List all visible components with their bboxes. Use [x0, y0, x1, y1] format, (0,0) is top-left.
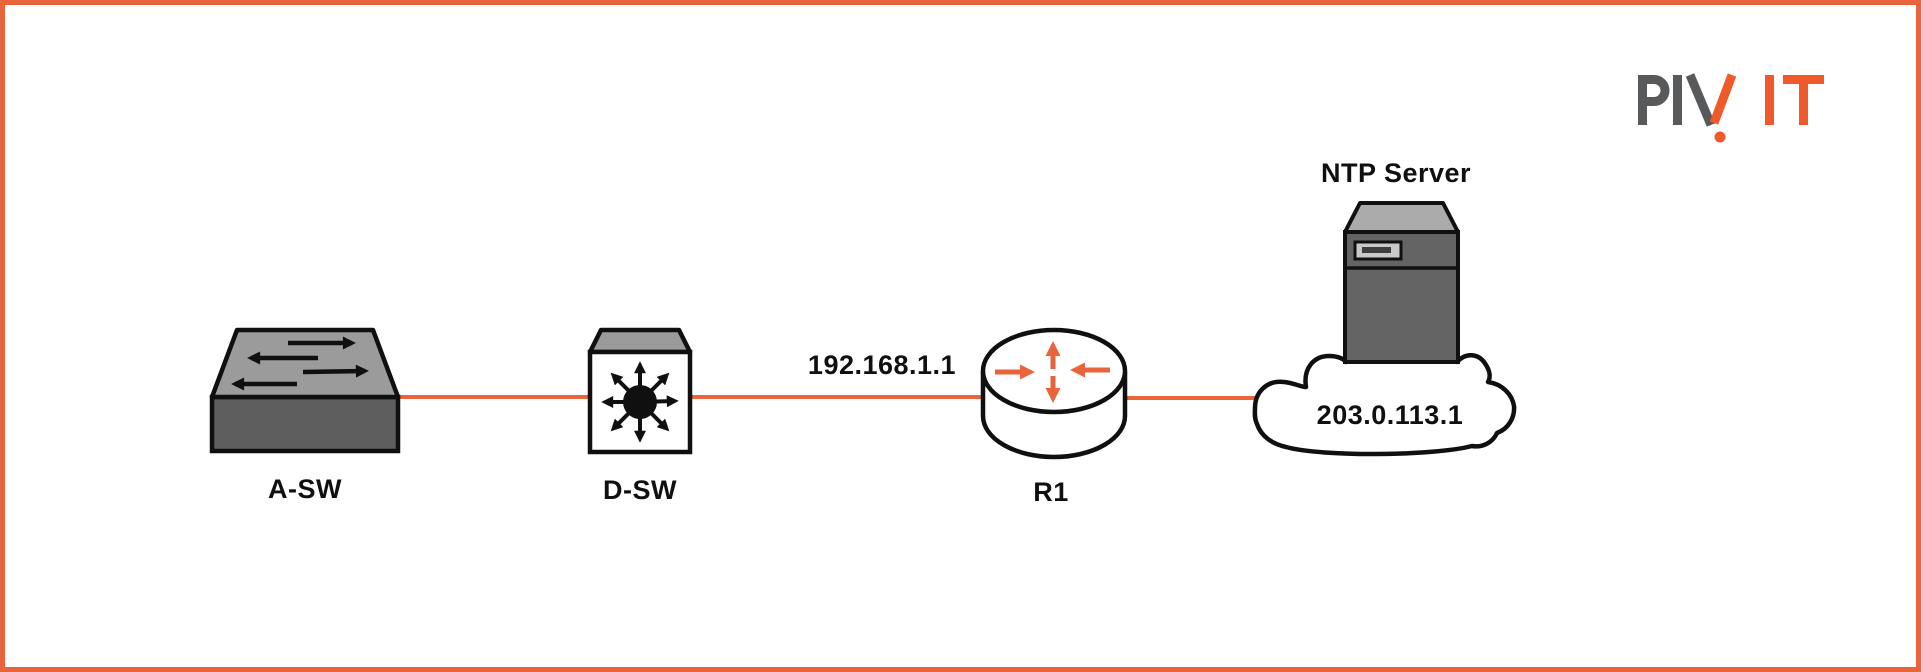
access-switch-icon — [209, 327, 401, 454]
device-label-ntp-server: NTP Server — [1320, 158, 1472, 188]
device-label-a-sw: A-SW — [268, 474, 342, 504]
pivit-logo-icon — [1638, 73, 1824, 143]
router-interface-ip-label: 192.168.1.1 — [807, 350, 957, 380]
server-icon — [1343, 201, 1460, 364]
cloud-icon — [1252, 339, 1517, 457]
router-icon — [980, 327, 1128, 460]
device-label-r1: R1 — [1033, 477, 1069, 507]
device-label-d-sw: D-SW — [603, 475, 677, 505]
layer3-switch-icon — [587, 327, 693, 455]
cloud-ip-label: 203.0.113.1 — [1316, 400, 1464, 430]
